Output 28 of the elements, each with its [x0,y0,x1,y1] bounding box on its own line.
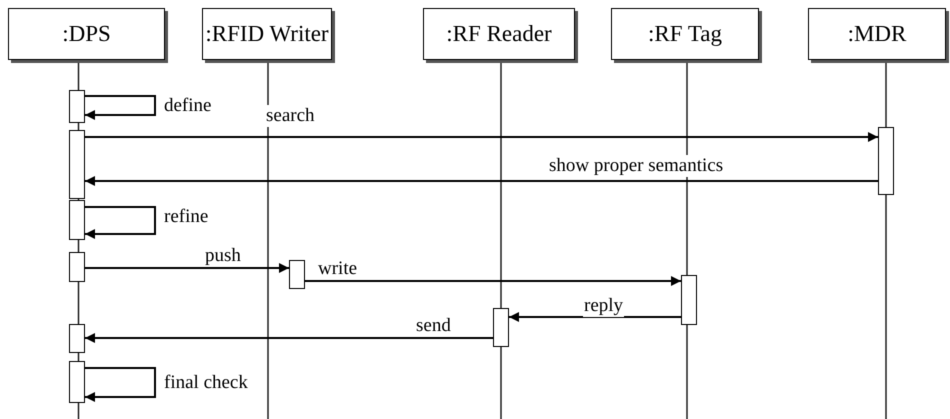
lifeline-header-box: :RFID Writer [202,8,332,60]
edge-label: show proper semantics [548,155,724,177]
activation-bar [493,308,509,347]
message-arrow [305,276,681,286]
message-arrow [509,312,681,322]
message-arrow [85,206,156,239]
edge-label: search [265,105,316,127]
lifeline-header-box: :RF Reader [423,8,575,60]
activation-bar [69,324,85,353]
message-arrow [85,367,156,402]
message-arrow [85,132,878,142]
activation-bar [69,200,85,240]
message-arrow [85,95,156,120]
activation-bar [69,90,85,123]
activation-bar [69,361,85,403]
activation-bar [681,275,697,325]
message-arrow [85,333,493,343]
edge-label: push [204,245,242,267]
edge-label: reply [583,295,624,317]
activation-bar [69,252,85,282]
lifeline-header-box: :MDR [808,8,946,60]
activation-bar [878,127,894,195]
message-arrow [85,263,289,273]
lifeline-header-box: :DPS [8,8,165,60]
activation-bar [69,130,85,199]
lifeline-header-box: :RF Tag [611,8,759,60]
message-arrow [85,176,878,186]
activation-bar [289,260,305,289]
